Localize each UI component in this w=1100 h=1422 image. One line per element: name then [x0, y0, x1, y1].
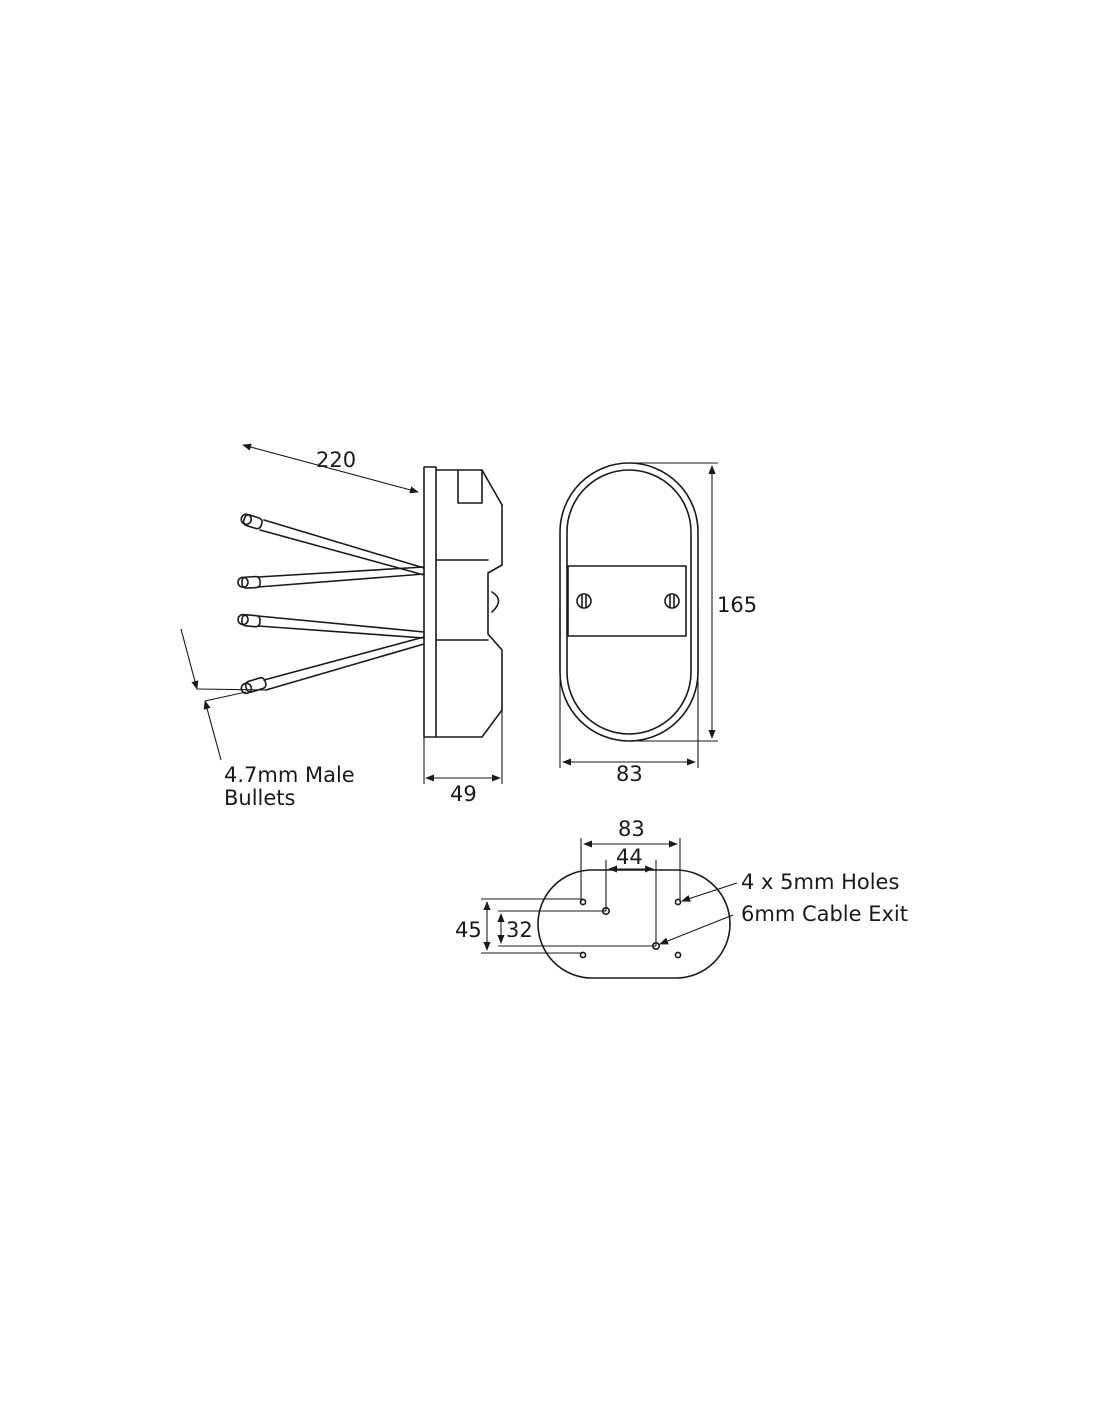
mounting-hole: [674, 951, 682, 959]
bullet-extension-line: [196, 688, 267, 691]
cable-exit-label: 6mm Cable Exit: [741, 902, 908, 926]
front-inner-outline: [566, 469, 692, 735]
front-outer-outline: [559, 462, 699, 742]
side-view: 220 4.7mm Male Bullets 49: [180, 443, 503, 810]
width-value: 83: [616, 762, 643, 786]
height-value: 165: [717, 593, 757, 617]
bullets-label-line1: 4.7mm Male: [224, 763, 355, 787]
holes-label: 4 x 5mm Holes: [741, 870, 899, 894]
bullet-extension-line: [204, 691, 247, 702]
mounting-hole: [579, 951, 587, 959]
screw-icon: [576, 593, 592, 609]
bullets-label-line2: Bullets: [224, 786, 295, 810]
cables: [257, 519, 425, 691]
cable-length-value: 220: [316, 448, 356, 472]
cable-length-dimension-line: [242, 443, 419, 494]
bullet-connectors: [237, 513, 267, 695]
vertical-outer-value: 45: [455, 918, 482, 942]
bullet-dimension-arrow-bottom: [203, 700, 222, 761]
bullet-dimension-arrow-top: [180, 628, 199, 690]
narrow-spacing-value: 44: [616, 845, 643, 869]
cable-exit-callout-leader: [659, 914, 734, 945]
front-view: 165 83: [559, 462, 757, 786]
depth-value: 49: [450, 782, 477, 806]
side-cable-gland: [491, 591, 500, 613]
side-flange: [423, 466, 437, 738]
wide-spacing-value: 83: [618, 817, 645, 841]
base-outline: [537, 869, 731, 979]
side-lamp-body: [435, 469, 503, 738]
base-view: 83 44 45 32 4 x 5mm Holes 6mm Cable Exit: [455, 817, 908, 979]
screw-icon: [664, 593, 680, 609]
front-center-plate: [567, 565, 687, 637]
vertical-inner-value: 32: [506, 918, 533, 942]
holes-callout-leader: [681, 882, 738, 902]
mounting-hole: [674, 898, 682, 906]
side-top-tab: [457, 469, 483, 504]
